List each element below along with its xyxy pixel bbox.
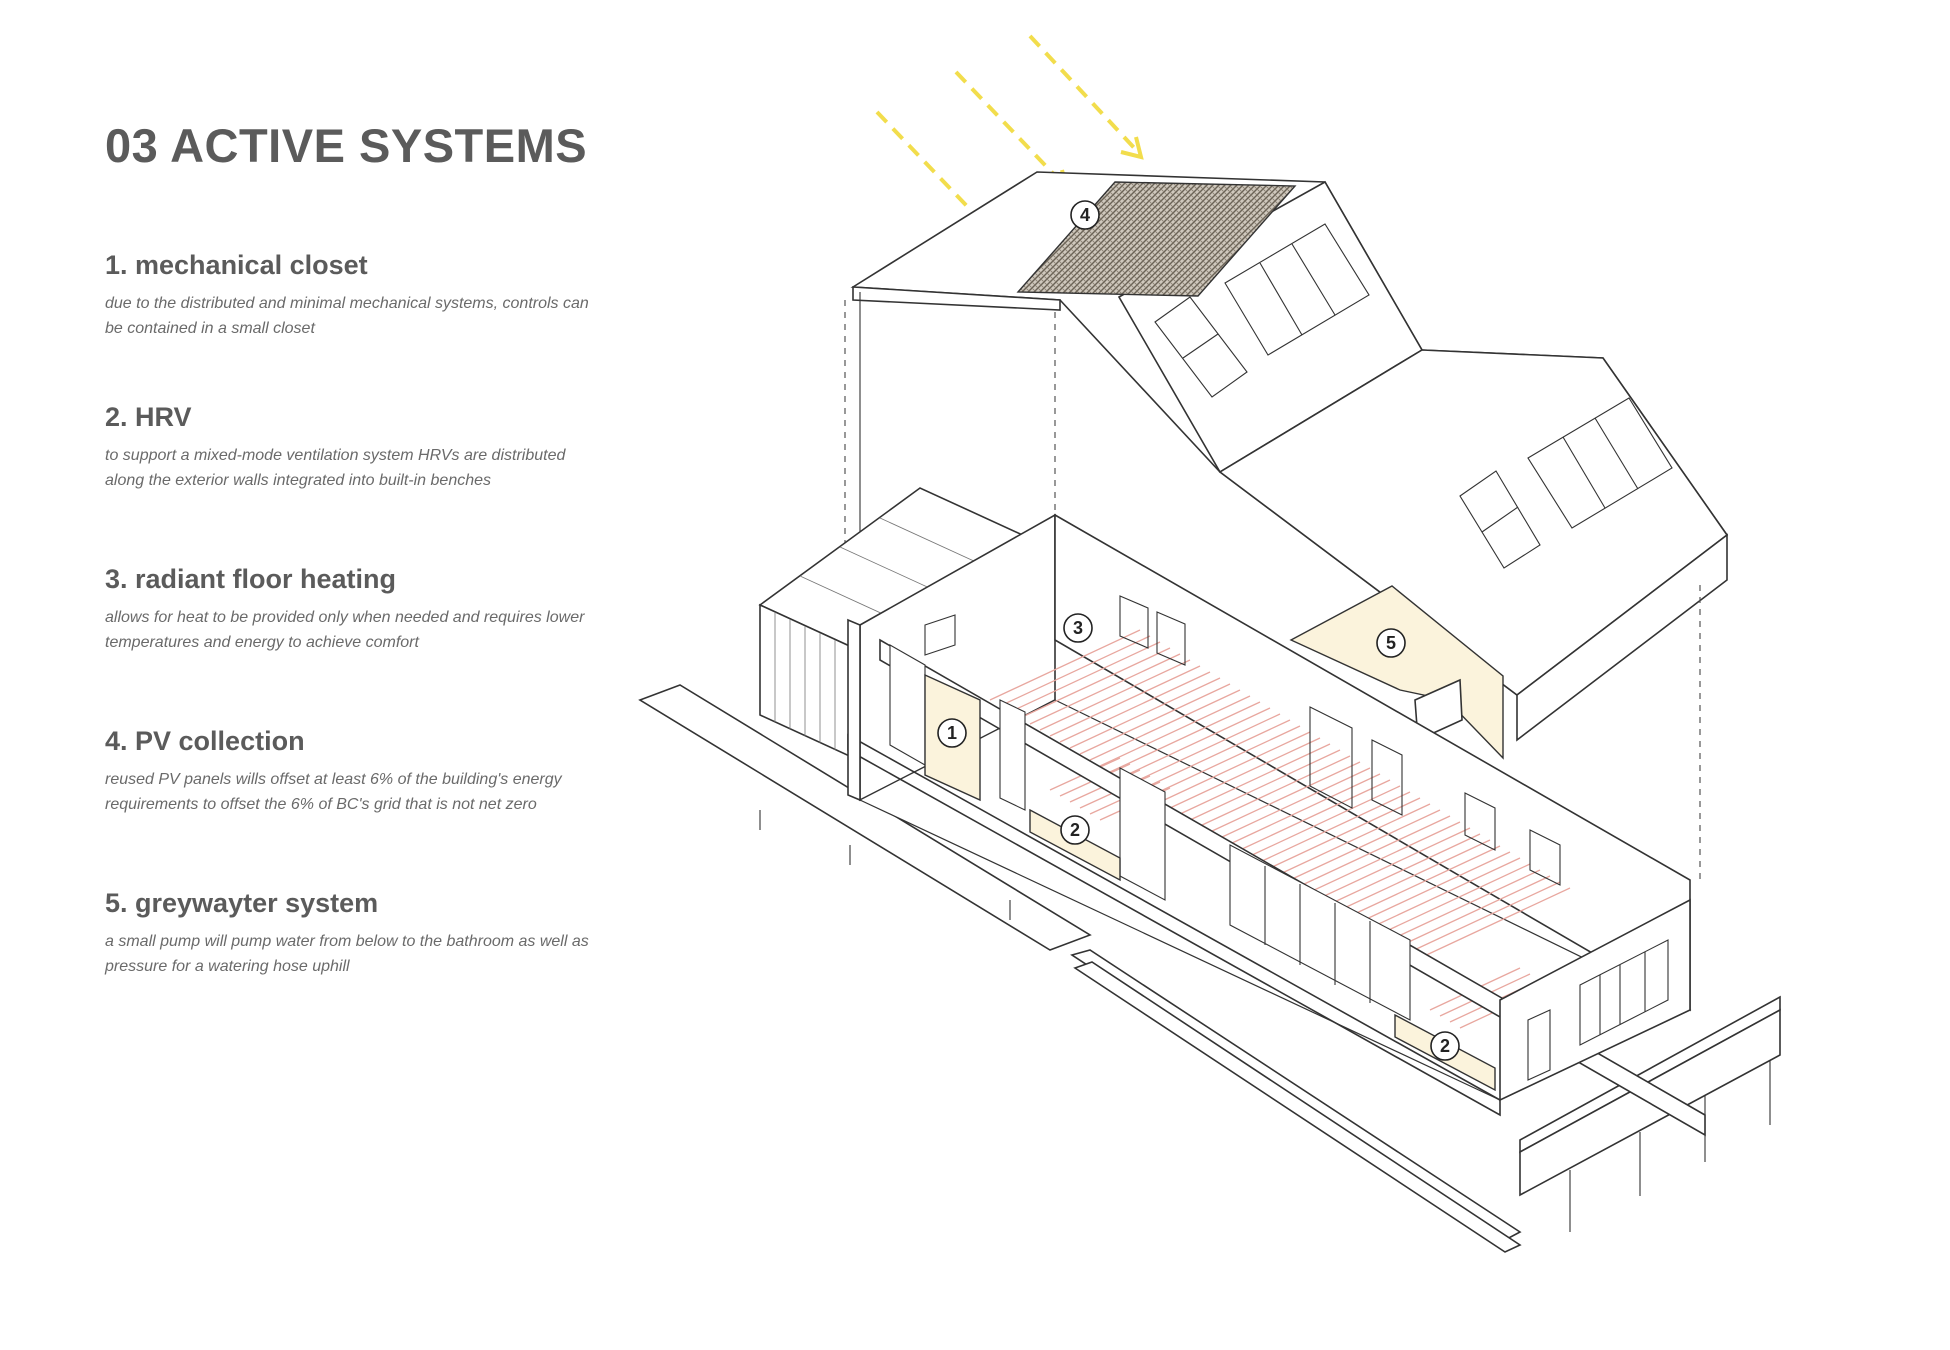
marker-label: 1 [947,723,957,743]
window [1156,611,1186,666]
marker-label: 4 [1080,205,1090,225]
sun-arrow [1028,34,1140,154]
system-description: a small pump will pump water from below … [105,933,589,975]
building [847,513,1706,1137]
skylight [1459,397,1673,569]
end-wall [1499,898,1691,1102]
system-item-hrv: 2. HRV to support a mixed-mode ventilati… [105,402,605,493]
system-description: reused PV panels wills offset at least 6… [105,771,562,813]
system-heading: 3. radiant floor heating [105,564,397,594]
marker-5: 5 [1376,628,1406,658]
system-heading: 1. mechanical closet [105,250,368,280]
system-heading: 4. PV collection [105,726,305,756]
marker-label: 2 [1070,820,1080,840]
back-wall-openings [924,595,1561,886]
page-title: 03 ACTIVE SYSTEMS [105,119,588,172]
system-item-pv-collection: 4. PV collection reused PV panels wills … [105,726,605,817]
roof [850,171,1729,760]
window [1119,595,1149,649]
system-description: allows for heat to be provided only when… [105,609,585,651]
window [1371,739,1403,816]
marker-1: 1 [937,718,967,748]
system-heading: 2. HRV [105,402,192,432]
system-item-mechanical-closet: 1. mechanical closet due to the distribu… [105,250,605,341]
window [924,614,956,656]
interior-partitions [889,644,1411,1021]
marker-label: 5 [1386,633,1396,653]
hrv-bench [1029,808,1121,882]
sun-arrow [954,70,1066,187]
window [1464,792,1496,851]
sun-arrow-head [1120,136,1144,160]
ramp [638,684,1092,951]
skylight [1154,223,1370,398]
greywater-tank [1289,585,1504,760]
stairs-step [1073,961,1522,1253]
sun-arrow [875,110,987,227]
system-description: due to the distributed and minimal mecha… [105,295,589,337]
marker-3: 3 [1063,613,1093,643]
marker-2: 2 [1060,815,1090,845]
marker-4: 4 [1070,200,1100,230]
side-wall-edge [847,618,861,802]
marker-label: 3 [1073,618,1083,638]
window [1529,829,1561,886]
system-heading: 5. greywayter system [105,888,379,918]
marker-2: 2 [1430,1031,1460,1061]
marker-label: 2 [1440,1036,1450,1056]
system-item-radiant-floor: 3. radiant floor heating allows for heat… [105,564,605,655]
system-description: to support a mixed-mode ventilation syst… [105,447,566,489]
system-item-greywater: 5. greywayter system a small pump will p… [105,888,605,979]
roof-fascia [1516,533,1728,742]
roof-edge [852,286,1061,311]
end-wall-glazing [1527,939,1669,1081]
door [1309,706,1353,809]
